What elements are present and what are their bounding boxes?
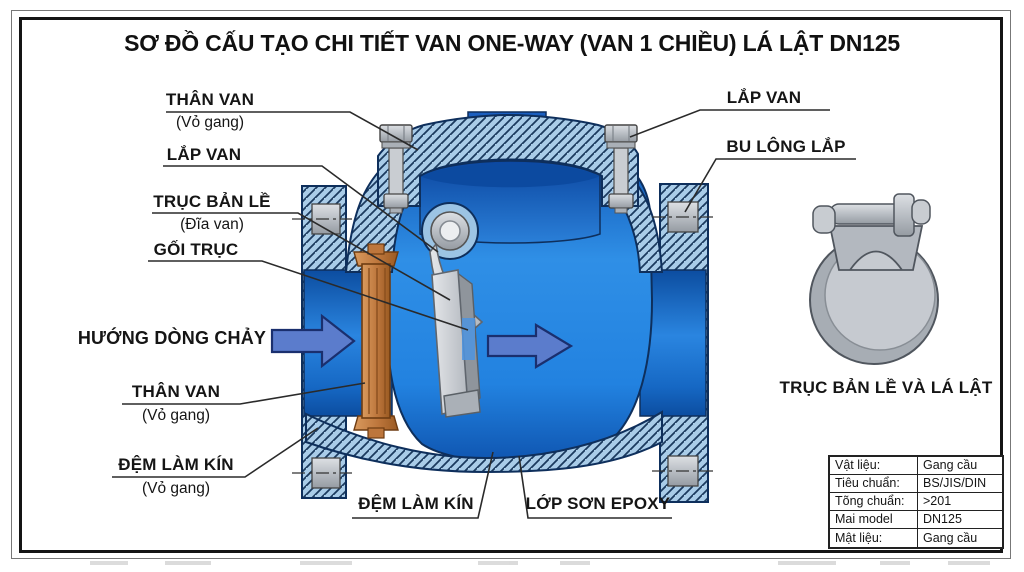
- label-truc-ban-le-sub: (Đĩa van): [180, 216, 244, 233]
- label-than-van-top: THÂN VAN: [165, 90, 255, 109]
- label-dem-lam-kin-bottom: ĐỆM LÀM KÍN: [358, 494, 474, 513]
- cover-bolt-right: [604, 124, 638, 214]
- label-part-caption: TRỤC BẢN LỀ VÀ LÁ LẬT: [779, 378, 993, 397]
- flow-arrow-chamber: [486, 323, 574, 369]
- flap-clamp: [828, 225, 924, 271]
- page-bottom-artifacts: [90, 561, 990, 565]
- label-than-van-bottom: THÂN VAN: [131, 382, 221, 401]
- label-goi-truc: GỐI TRỤC: [153, 240, 239, 259]
- flange-bolt-stubs: [292, 201, 716, 489]
- leader-lines: [112, 109, 856, 519]
- diagram-title: SƠ ĐỒ CẤU TẠO CHI TIẾT VAN ONE-WAY (VAN …: [124, 30, 900, 56]
- label-lap-van-left: LẮP VAN: [166, 145, 242, 164]
- label-huong-dong-chay: HƯỚNG DÒNG CHẢY: [77, 328, 267, 348]
- label-than-van-top-sub: (Vỏ gang): [175, 114, 245, 131]
- bonnet-cover: [377, 113, 639, 207]
- hinge-shaft: [829, 203, 903, 225]
- label-lop-son-epoxy: LỚP SƠN EPOXY: [525, 494, 671, 513]
- spec-value: DN125: [918, 511, 1002, 529]
- spec-key: Mật liệu:: [830, 529, 918, 547]
- disc-foot: [443, 389, 481, 418]
- hinge-shaft-right-cap: [911, 199, 931, 225]
- label-lap-van-right: LẮP VAN: [726, 88, 802, 107]
- valve-body: [270, 111, 716, 503]
- spec-key: Tiêu chuẩn:: [830, 475, 918, 493]
- label-dem-lam-kin-left: ĐỆM LÀM KÍN: [118, 455, 234, 474]
- hinge-and-disc: [421, 202, 484, 418]
- bottom-shell-wall: [305, 410, 663, 474]
- spec-key: Mai model: [830, 511, 918, 529]
- bonnet-top-face: [420, 164, 600, 188]
- label-dem-lam-kin-left-sub: (Vỏ gang): [141, 480, 211, 497]
- label-truc-ban-le: TRỤC BẢN LỀ: [153, 192, 271, 211]
- spec-key: Tõng chuẩn:: [830, 493, 918, 511]
- hinge-flap-part: [809, 193, 939, 365]
- spec-key: Vật liệu:: [830, 457, 918, 475]
- spec-value: BS/JIS/DIN: [918, 475, 1002, 493]
- hinge-shaft-left-cap: [812, 205, 836, 234]
- spec-value: >201: [918, 493, 1002, 511]
- seat-ring: [353, 243, 399, 439]
- flow-arrow-inlet: [270, 313, 356, 369]
- spec-value: Gang cầu: [918, 457, 1002, 475]
- cover-bolt-left: [379, 124, 413, 214]
- spec-table: Vật liệu: Gang cầu Tiêu chuẩn: BS/JIS/DI…: [828, 455, 1004, 549]
- label-bu-long-lap: BU LÔNG LẮP: [726, 137, 846, 156]
- disc-reflection: [462, 318, 475, 360]
- hinge-shaft-collar: [893, 193, 915, 237]
- spec-value: Gang cầu: [923, 530, 978, 545]
- label-than-van-bottom-sub: (Vỏ gang): [141, 407, 211, 424]
